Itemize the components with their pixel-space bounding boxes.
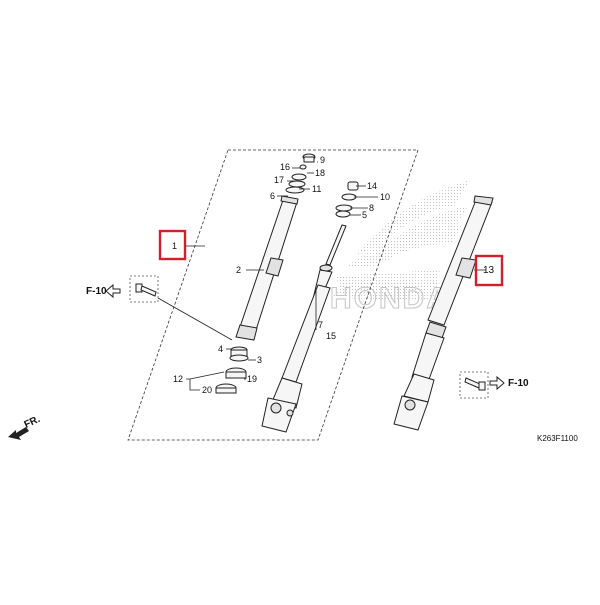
part-label-15: 15: [326, 331, 336, 341]
part-label-5: 5: [362, 210, 367, 220]
assembly-frame: [127, 149, 419, 441]
part-label-11: 11: [312, 184, 321, 194]
part-label-17: 17: [274, 175, 284, 185]
ref-label-left: F-10: [86, 286, 107, 297]
bolt-left: [135, 283, 157, 297]
part-label-19: 19: [247, 374, 257, 384]
part-label-3: 3: [257, 355, 262, 365]
ref-box-left: [129, 275, 159, 303]
part-label-6: 6: [270, 191, 275, 201]
ref-arrow-left: [105, 283, 121, 299]
small-parts-stack: [335, 181, 359, 218]
seal-stack: [215, 346, 249, 394]
part-label-8: 8: [369, 203, 374, 213]
part-label-13: 13: [483, 265, 495, 276]
fork-slider-left: [261, 284, 331, 433]
part-label-2: 2: [236, 265, 241, 275]
part-label-20: 20: [202, 385, 212, 395]
fork-assembly-right: [393, 195, 494, 431]
ref-box-right: [459, 371, 489, 399]
bolt-right: [464, 377, 486, 391]
part-label-12: 12: [173, 374, 183, 384]
ref-arrow-right: [489, 375, 505, 391]
top-cap-stack: [285, 153, 316, 194]
fork-tube-left: [235, 195, 299, 341]
part-label-1: 1: [172, 241, 177, 251]
ref-label-right: F-10: [508, 378, 529, 389]
part-label-7: 7: [318, 320, 323, 330]
part-label-16: 16: [280, 162, 290, 172]
honda-wordmark-watermark: HONDA: [330, 282, 450, 315]
diagram-code: K263F1100: [537, 434, 578, 443]
callout-box-part-1: [158, 229, 187, 261]
honda-wing-logo-watermark: [330, 180, 470, 300]
part-label-4: 4: [218, 344, 223, 354]
part-label-9: 9: [320, 155, 325, 165]
part-label-18: 18: [315, 168, 325, 178]
callout-box-part-13: [474, 254, 504, 287]
part-label-14: 14: [367, 181, 377, 191]
front-label: FR.: [23, 414, 42, 431]
part-label-10: 10: [380, 192, 390, 202]
front-direction-arrow: [8, 427, 29, 440]
